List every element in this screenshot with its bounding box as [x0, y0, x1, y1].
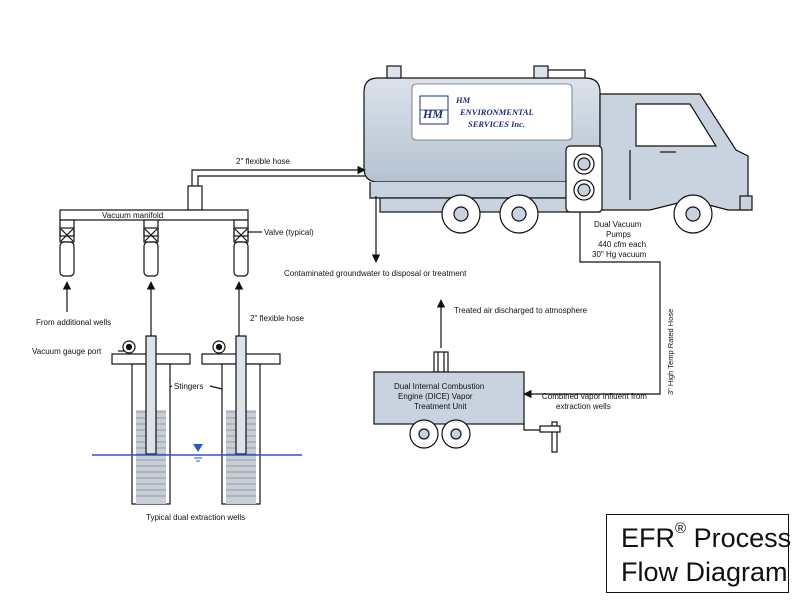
label-hose-wells: 2" flexible hose — [250, 314, 305, 323]
label-hose-top: 2" flexible hose — [236, 157, 291, 166]
title-registered-mark: ® — [675, 520, 687, 537]
label-pumps-2: Pumps — [606, 230, 631, 239]
label-manifold: Vacuum manifold — [102, 211, 163, 220]
stinger-left — [145, 335, 157, 455]
title-line-1: EFR® Process — [621, 520, 792, 554]
label-additional-wells: From additional wells — [36, 318, 111, 327]
dice-treatment-unit — [373, 351, 561, 453]
company-logo: HM HM ENVIRONMENTAL SERVICES Inc. — [419, 95, 534, 129]
company-logo-panel — [411, 83, 573, 141]
flexible-hose-top — [191, 165, 366, 188]
label-stingers: Stingers — [174, 382, 203, 391]
label-treated-air: Treated air discharged to atmosphere — [454, 306, 588, 315]
water-table-symbol — [193, 444, 203, 452]
logo-line-1: HM — [455, 95, 471, 105]
title-process: Process — [686, 523, 792, 553]
dice-trailer-body — [373, 371, 525, 425]
tank-hatch-right — [533, 65, 549, 79]
exhaust-stack — [433, 351, 449, 373]
label-gauge-port: Vacuum gauge port — [32, 347, 102, 356]
title-line-2: Flow Diagram — [621, 557, 788, 587]
stinger-right — [235, 335, 247, 455]
title-efr: EFR — [621, 523, 675, 553]
label-dice-1: Dual Internal Combustion — [394, 382, 484, 391]
valve-3 — [234, 228, 248, 242]
front-bumper — [739, 195, 753, 211]
label-dice-3: Treatment Unit — [414, 402, 467, 411]
trailer-jack — [539, 425, 561, 433]
cab-window — [635, 103, 718, 147]
extraction-well-left — [111, 335, 191, 505]
logo-letters: HM — [422, 107, 443, 121]
label-groundwater: Contaminated groundwater to disposal or … — [284, 269, 467, 278]
vacuum-truck — [363, 65, 753, 234]
logo-line-3: SERVICES Inc. — [468, 119, 525, 129]
label-vapor-influent-2: extraction wells — [556, 402, 611, 411]
label-dice-2: Engine (DICE) Vapor — [398, 392, 473, 401]
labels: 2" flexible hose Vacuum manifold Valve (… — [32, 157, 675, 522]
valve-2 — [144, 228, 158, 242]
extraction-well-right — [201, 335, 281, 505]
label-pumps-4: 30" Hg vacuum — [592, 250, 647, 259]
title-block: EFR® Process Flow Diagram — [606, 514, 792, 593]
label-valve: Valve (typical) — [264, 228, 314, 237]
label-wells-caption: Typical dual extraction wells — [146, 513, 245, 522]
valve-1 — [60, 228, 74, 242]
label-vapor-influent-1: Combined vapor influent from — [542, 392, 647, 401]
truck-wheels — [441, 194, 713, 234]
label-pumps-3: 440 cfm each — [598, 240, 646, 249]
label-pumps-1: Dual Vacuum — [594, 220, 642, 229]
tank-hatch-left — [386, 65, 402, 79]
logo-line-2: ENVIRONMENTAL — [459, 107, 534, 117]
manifold-riser — [187, 185, 203, 211]
label-high-temp-hose: 3" High Temp Rated Hose — [666, 309, 675, 395]
